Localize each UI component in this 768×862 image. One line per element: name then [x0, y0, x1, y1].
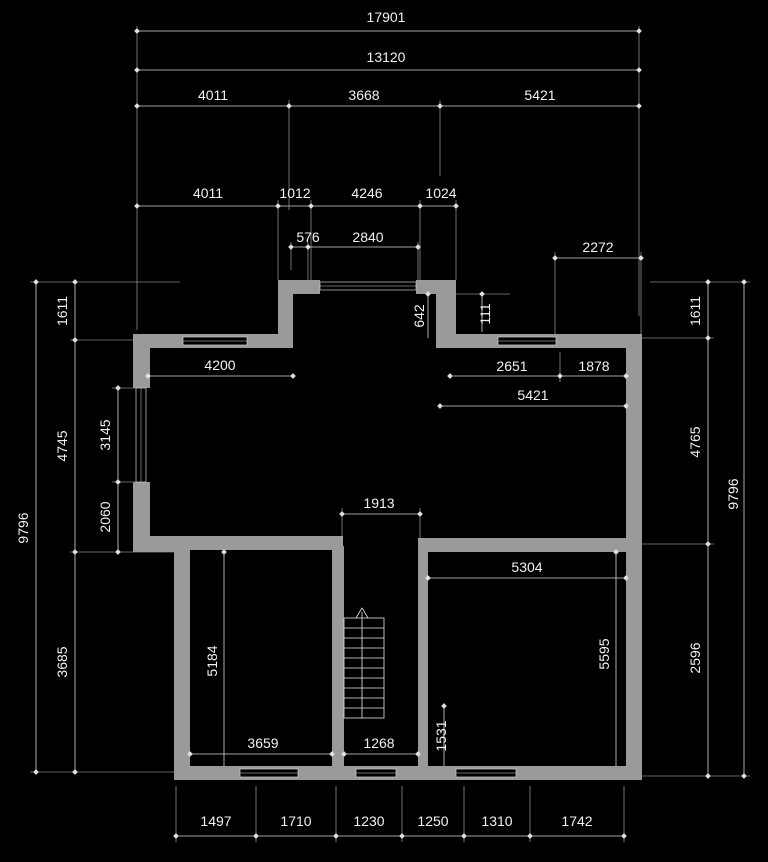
dim-top-row4-d: 1024 — [425, 185, 456, 201]
dim-room-tr-right: 1878 — [578, 358, 609, 374]
interior-dimensions: 4200 2651 1878 5421 1913 5304 5595 5184 … — [145, 291, 629, 766]
windows — [135, 281, 557, 778]
dim-room-bl-width: 3659 — [247, 735, 278, 751]
dim-notch-depth: 642 — [411, 304, 427, 328]
dim-left-inner-a: 3145 — [97, 419, 113, 450]
bottom-dimension-lines: 1497 1710 1230 1250 1310 1742 — [173, 786, 627, 842]
stair-arrow-icon — [355, 607, 369, 619]
dim-bottom-1: 1497 — [200, 813, 231, 829]
dim-top-row5-b: 2840 — [352, 229, 383, 245]
dim-top-row3-a: 4011 — [198, 87, 228, 103]
dim-stair-side: 1531 — [433, 720, 449, 751]
dim-room-br-width: 5304 — [511, 559, 542, 575]
dim-room-tl-width: 4200 — [204, 357, 235, 373]
dim-top-row3-b: 3668 — [348, 87, 379, 103]
dim-hall-width: 1913 — [363, 495, 394, 511]
dim-top-row4-b: 1012 — [279, 185, 310, 201]
dim-top-row4-a: 4011 — [193, 185, 223, 201]
dim-bottom-4: 1250 — [417, 813, 448, 829]
dim-left-middle-bottom: 3685 — [54, 646, 70, 677]
left-dimension-lines: 9796 1611 4745 3685 3145 2060 — [15, 279, 180, 775]
dim-right-top: 1611 — [687, 296, 703, 326]
dim-top-row5-a: 576 — [296, 229, 320, 245]
dim-left-inner-b: 2060 — [97, 501, 113, 532]
top-dimension-lines: 17901 13120 4011 3668 5421 4011 1012 424… — [134, 9, 644, 336]
dim-top-row4-c: 4246 — [351, 185, 382, 201]
staircase — [343, 607, 385, 719]
dim-left-middle-top: 4745 — [54, 430, 70, 461]
dim-room-tr-width: 5421 — [517, 387, 548, 403]
dim-stair-width: 1268 — [363, 735, 394, 751]
dim-top-row3-c: 5421 — [524, 87, 555, 103]
dim-bottom-2: 1710 — [280, 813, 311, 829]
dim-room-tr-left: 2651 — [496, 358, 527, 374]
dim-top-row1: 17901 — [367, 9, 406, 25]
dim-right-middle-top: 4765 — [687, 426, 703, 457]
dim-left-inner-top: 1611 — [54, 296, 70, 326]
walls — [133, 280, 642, 780]
dim-room-bl-height: 5184 — [204, 645, 220, 676]
dim-bottom-3: 1230 — [353, 813, 384, 829]
dim-top-row2: 13120 — [367, 49, 406, 65]
dim-bottom-5: 1310 — [481, 813, 512, 829]
dim-right-outer: 9796 — [725, 478, 741, 509]
dim-room-br-height: 5595 — [596, 638, 612, 669]
dim-top-right-extension: 2272 — [582, 239, 613, 255]
dim-right-middle-bottom: 2596 — [687, 642, 703, 673]
dim-notch-right: 111 — [477, 303, 493, 324]
dim-left-outer: 9796 — [15, 512, 31, 543]
dim-bottom-6: 1742 — [561, 813, 592, 829]
right-dimension-lines: 1611 4765 2596 9796 — [640, 279, 750, 779]
